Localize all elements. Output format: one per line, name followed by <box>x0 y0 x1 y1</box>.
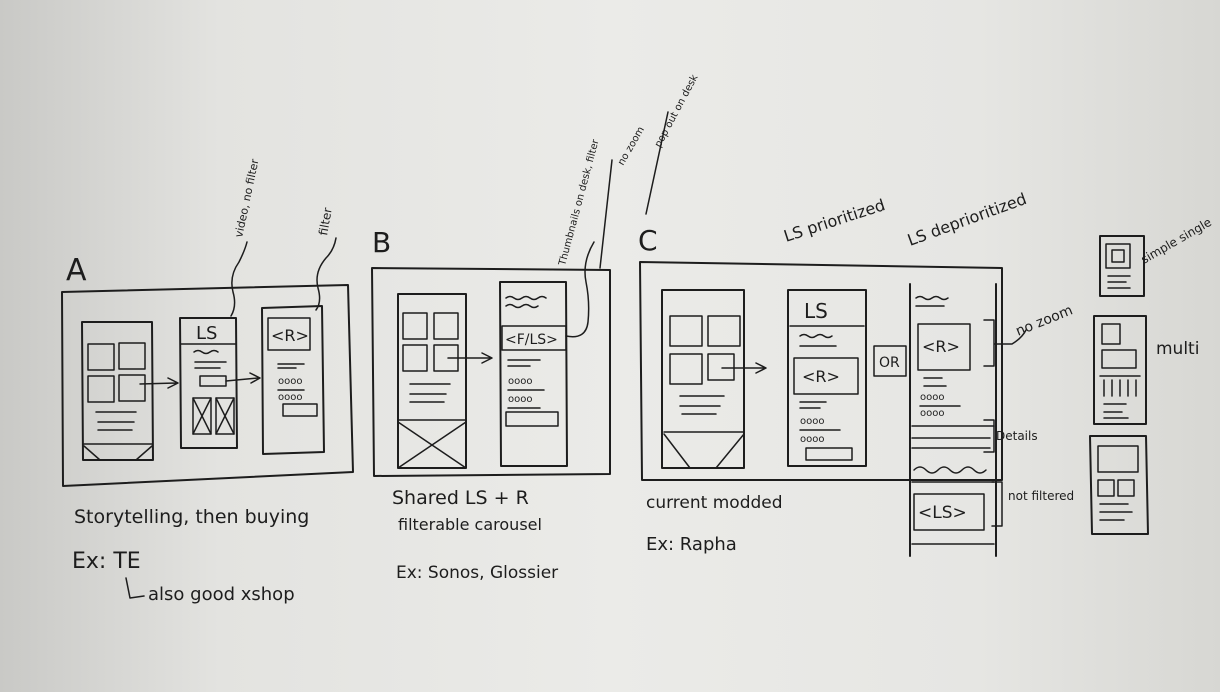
side-sketch-third <box>1089 435 1149 535</box>
section-b-letter: B <box>372 226 391 259</box>
section-a: A LS <R> <box>61 157 354 605</box>
svg-text:oooo: oooo <box>508 376 532 387</box>
section-b-frame-2: <F/LS> oooo oooo <box>499 281 568 467</box>
svg-text:oooo: oooo <box>920 392 944 403</box>
section-b-frame-1 <box>397 293 467 469</box>
section-b-frame2-title: <F/LS> <box>505 332 558 348</box>
section-a-frame3-title: <R> <box>271 326 309 345</box>
section-c-frame-1 <box>661 289 745 469</box>
section-b-divider-1 <box>599 159 613 269</box>
section-b-divider-2 <box>645 111 669 215</box>
section-a-annotation-video: video, no filter <box>232 157 261 238</box>
svg-text:oooo: oooo <box>920 408 944 419</box>
section-a-letter: A <box>66 253 87 288</box>
svg-text:oooo: oooo <box>800 416 824 427</box>
section-a-frame-1 <box>81 321 154 461</box>
section-c-annotation-notfiltered: not filtered <box>1008 489 1074 503</box>
section-a-leader-video <box>230 241 248 317</box>
section-c-or-box <box>873 345 907 377</box>
side-sketches: simple single multi <box>1089 215 1214 535</box>
section-b-example: Ex: Sonos, Glossier <box>396 563 558 583</box>
section-b-annotation-thumbnails: Thumbnails on desk, filter <box>557 137 602 267</box>
section-a-arrow-1 <box>139 377 179 389</box>
section-a-annotation-filter: filter <box>316 207 335 237</box>
section-a-subnote-arrow <box>125 577 145 599</box>
section-b-annotation-nozoom: no zoom <box>616 125 647 168</box>
side-label-multi: multi <box>1156 339 1199 359</box>
section-c-bracket-details <box>983 419 995 453</box>
section-a-leader-filter <box>315 237 337 311</box>
section-b-caption-line2: filterable carousel <box>398 515 542 534</box>
section-c-frame3-ls: <LS> <box>918 503 967 523</box>
section-a-box <box>61 284 354 487</box>
section-c-caption: current modded <box>646 493 783 513</box>
section-c-box <box>639 261 1003 481</box>
section-b-arrow <box>447 352 493 364</box>
section-c-frame-3: <R> oooo oooo <LS> <box>909 283 997 557</box>
section-c-frame2-title: LS <box>804 299 828 323</box>
section-c-label-prioritized: LS prioritized <box>781 195 887 246</box>
svg-text:oooo: oooo <box>278 376 302 387</box>
section-b-leader <box>565 241 595 338</box>
section-c-bracket-nozoom <box>983 319 1027 367</box>
section-a-caption: Storytelling, then buying <box>74 506 309 528</box>
svg-text:oooo: oooo <box>508 394 532 405</box>
section-c-label-deprioritized: LS deprioritized <box>905 189 1029 250</box>
svg-text:oooo: oooo <box>800 434 824 445</box>
section-a-frame2-title: LS <box>196 323 217 344</box>
section-c-or-label: OR <box>879 355 900 371</box>
section-a-frame-3: <R> oooo oooo <box>261 305 325 455</box>
section-c: C LS prioritized LS deprioritized LS <R>… <box>638 189 1076 557</box>
section-b-caption-line1: Shared LS + R <box>392 487 529 509</box>
section-c-bracket-notfiltered <box>991 481 1003 527</box>
svg-text:oooo: oooo <box>278 392 302 403</box>
section-c-annotation-nozoom: no zoom <box>1014 302 1076 339</box>
side-sketch-multi: multi <box>1093 315 1199 425</box>
side-sketch-simple-single: simple single <box>1099 215 1214 297</box>
section-b-box <box>371 267 611 477</box>
section-c-example: Ex: Rapha <box>646 534 737 555</box>
section-a-arrow-2 <box>225 372 261 384</box>
section-a-frame-2: LS <box>179 317 238 449</box>
section-a-example: Ex: TE <box>72 549 141 574</box>
section-c-frame3-carousel: <R> <box>922 337 960 356</box>
section-c-letter: C <box>638 224 658 257</box>
section-c-annotation-details: Details <box>996 429 1038 443</box>
section-b-annotation-popout: pop out on desk <box>653 73 701 150</box>
section-c-frame2-carousel: <R> <box>802 367 840 386</box>
section-c-frame-2: LS <R> oooo oooo <box>787 289 867 467</box>
section-c-arrow <box>721 362 767 374</box>
section-a-subnote: also good xshop <box>148 584 295 605</box>
side-label-simple-single: simple single <box>1139 215 1214 267</box>
